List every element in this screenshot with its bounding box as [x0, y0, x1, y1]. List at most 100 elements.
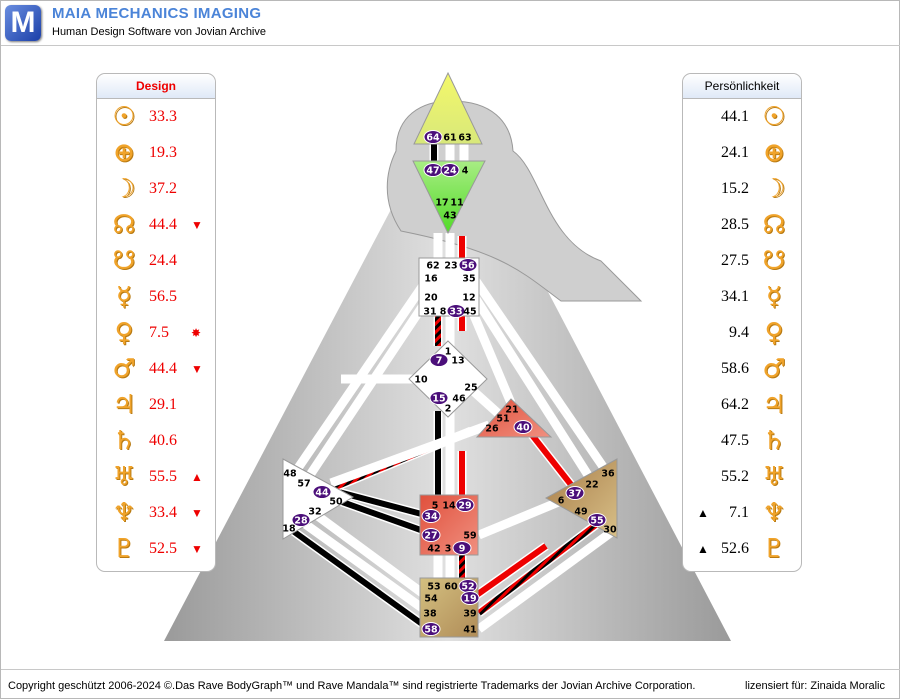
gate-line-value: 44.4 [149, 216, 177, 233]
gate-number: 9 [459, 544, 466, 555]
gate-number: 10 [414, 375, 428, 386]
gate-number: 15 [432, 394, 445, 405]
gate-number: 14 [442, 501, 456, 512]
fixing-marker: ▲ [191, 470, 203, 484]
planet-row: ☉44.1 [683, 99, 801, 135]
channel [477, 528, 615, 632]
gate-number: 56 [461, 261, 475, 272]
active-gate-badge [587, 513, 607, 527]
gate-number: 48 [283, 469, 297, 480]
south-node-icon: ☋ [112, 246, 136, 276]
planet-row: ☽15.2 [683, 171, 801, 207]
fixing-marker: ▼ [191, 542, 203, 556]
footer: Copyright geschützt 2006-2024 ©.Das Rave… [1, 669, 900, 700]
gate-number: 1 [445, 347, 452, 358]
gate-number: 49 [574, 507, 587, 518]
gate-number: 50 [329, 497, 343, 508]
uranus-icon: ♅ [112, 462, 136, 492]
gate-number: 54 [424, 594, 438, 605]
app-logo: M [5, 5, 41, 41]
gate-number: 21 [505, 405, 518, 416]
planet-row: ☋ 24.4 [97, 243, 215, 279]
gate-line-value: 47.5 [721, 432, 749, 449]
fixing-marker: ✸ [191, 326, 202, 340]
planet-row: ⊕24.1 [683, 135, 801, 171]
active-gate-badge [423, 130, 443, 144]
gate-line-value: 56.5 [149, 288, 177, 305]
planet-row: ⊕19.3 [97, 135, 215, 171]
gate-line-value: 55.2 [721, 468, 749, 485]
north-node-icon: ☊ [112, 210, 136, 240]
active-gate-badge [565, 486, 585, 500]
gate-number: 61 [443, 133, 456, 144]
channel [473, 297, 596, 485]
channel [473, 279, 609, 473]
planet-row: ♃64.2 [683, 387, 801, 423]
gate-number: 41 [463, 625, 476, 636]
gate-number: 39 [463, 609, 476, 620]
active-gate-badge [446, 304, 466, 318]
design-panel-title: Design [97, 74, 215, 99]
copyright-text: Copyright geschützt 2006-2024 ©.Das Rave… [8, 680, 696, 692]
gate-number: 62 [426, 261, 439, 272]
gate-number: 7 [436, 356, 443, 367]
planet-row: ♅55.5▲ [97, 459, 215, 495]
gate-number: 31 [423, 307, 436, 318]
planet-row: ☿34.1 [683, 279, 801, 315]
fixing-marker: ▲ [697, 542, 709, 556]
channel [469, 543, 548, 602]
gate-number: 17 [435, 198, 448, 209]
north-node-icon: ☊ [762, 210, 786, 240]
moon-icon: ☽ [762, 174, 786, 204]
gate-number: 5 [432, 501, 439, 512]
gate-number: 38 [423, 609, 437, 620]
personality-panel-title: Persönlichkeit [683, 74, 801, 99]
gate-number: 13 [451, 356, 464, 367]
gate-number: 26 [485, 424, 499, 435]
planet-row: ♀9.4 [683, 315, 801, 351]
gate-number: 58 [424, 625, 438, 636]
planet-row: ♇52.6▲ [683, 531, 801, 567]
gate-number: 40 [516, 423, 530, 434]
gate-number: 43 [443, 211, 456, 222]
planet-row: ☉33.3 [97, 99, 215, 135]
gate-number: 64 [426, 133, 440, 144]
channel [470, 311, 514, 405]
gate-line-value: 24.4 [149, 252, 177, 269]
channel [477, 518, 603, 616]
planet-row: ♂58.6 [683, 351, 801, 387]
mars-icon: ♂ [112, 354, 136, 384]
gate-number: 33 [449, 307, 462, 318]
gate-line-value: 28.5 [721, 216, 749, 233]
app-title: MAIA MECHANICS IMAGING [52, 5, 262, 22]
channel [299, 518, 431, 616]
saturn-icon: ♄ [112, 426, 136, 456]
planet-row: ♃29.1 [97, 387, 215, 423]
moon-icon: ☽ [112, 174, 136, 204]
fixing-marker: ▲ [697, 506, 709, 520]
gate-number: 52 [461, 582, 474, 593]
gate-line-value: 33.4 [149, 504, 177, 521]
neptune-icon: ♆ [762, 498, 786, 528]
south-node-icon: ☋ [762, 246, 786, 276]
gate-number: 34 [424, 512, 438, 523]
gate-line-value: 44.4 [149, 360, 177, 377]
active-gate-badge [421, 622, 441, 636]
gate-number: 57 [297, 479, 310, 490]
channel [468, 386, 504, 419]
heart-center [475, 398, 553, 438]
gate-number: 3 [445, 544, 452, 555]
gate-number: 30 [603, 525, 617, 536]
gate-number: 36 [601, 469, 615, 480]
gate-line-value: 40.6 [149, 432, 177, 449]
g-center [408, 340, 488, 418]
gate-number: 55 [590, 516, 603, 527]
gate-number: 24 [443, 166, 457, 177]
venus-icon: ♀ [764, 318, 784, 348]
fixing-marker: ▼ [191, 218, 203, 232]
planet-row: ☊ 44.4 ▼ [97, 207, 215, 243]
gate-number: 20 [424, 293, 438, 304]
fixing-marker: ▼ [191, 362, 203, 376]
gate-line-value: 7.5 [149, 324, 169, 341]
gate-line-value: 58.6 [721, 360, 749, 377]
